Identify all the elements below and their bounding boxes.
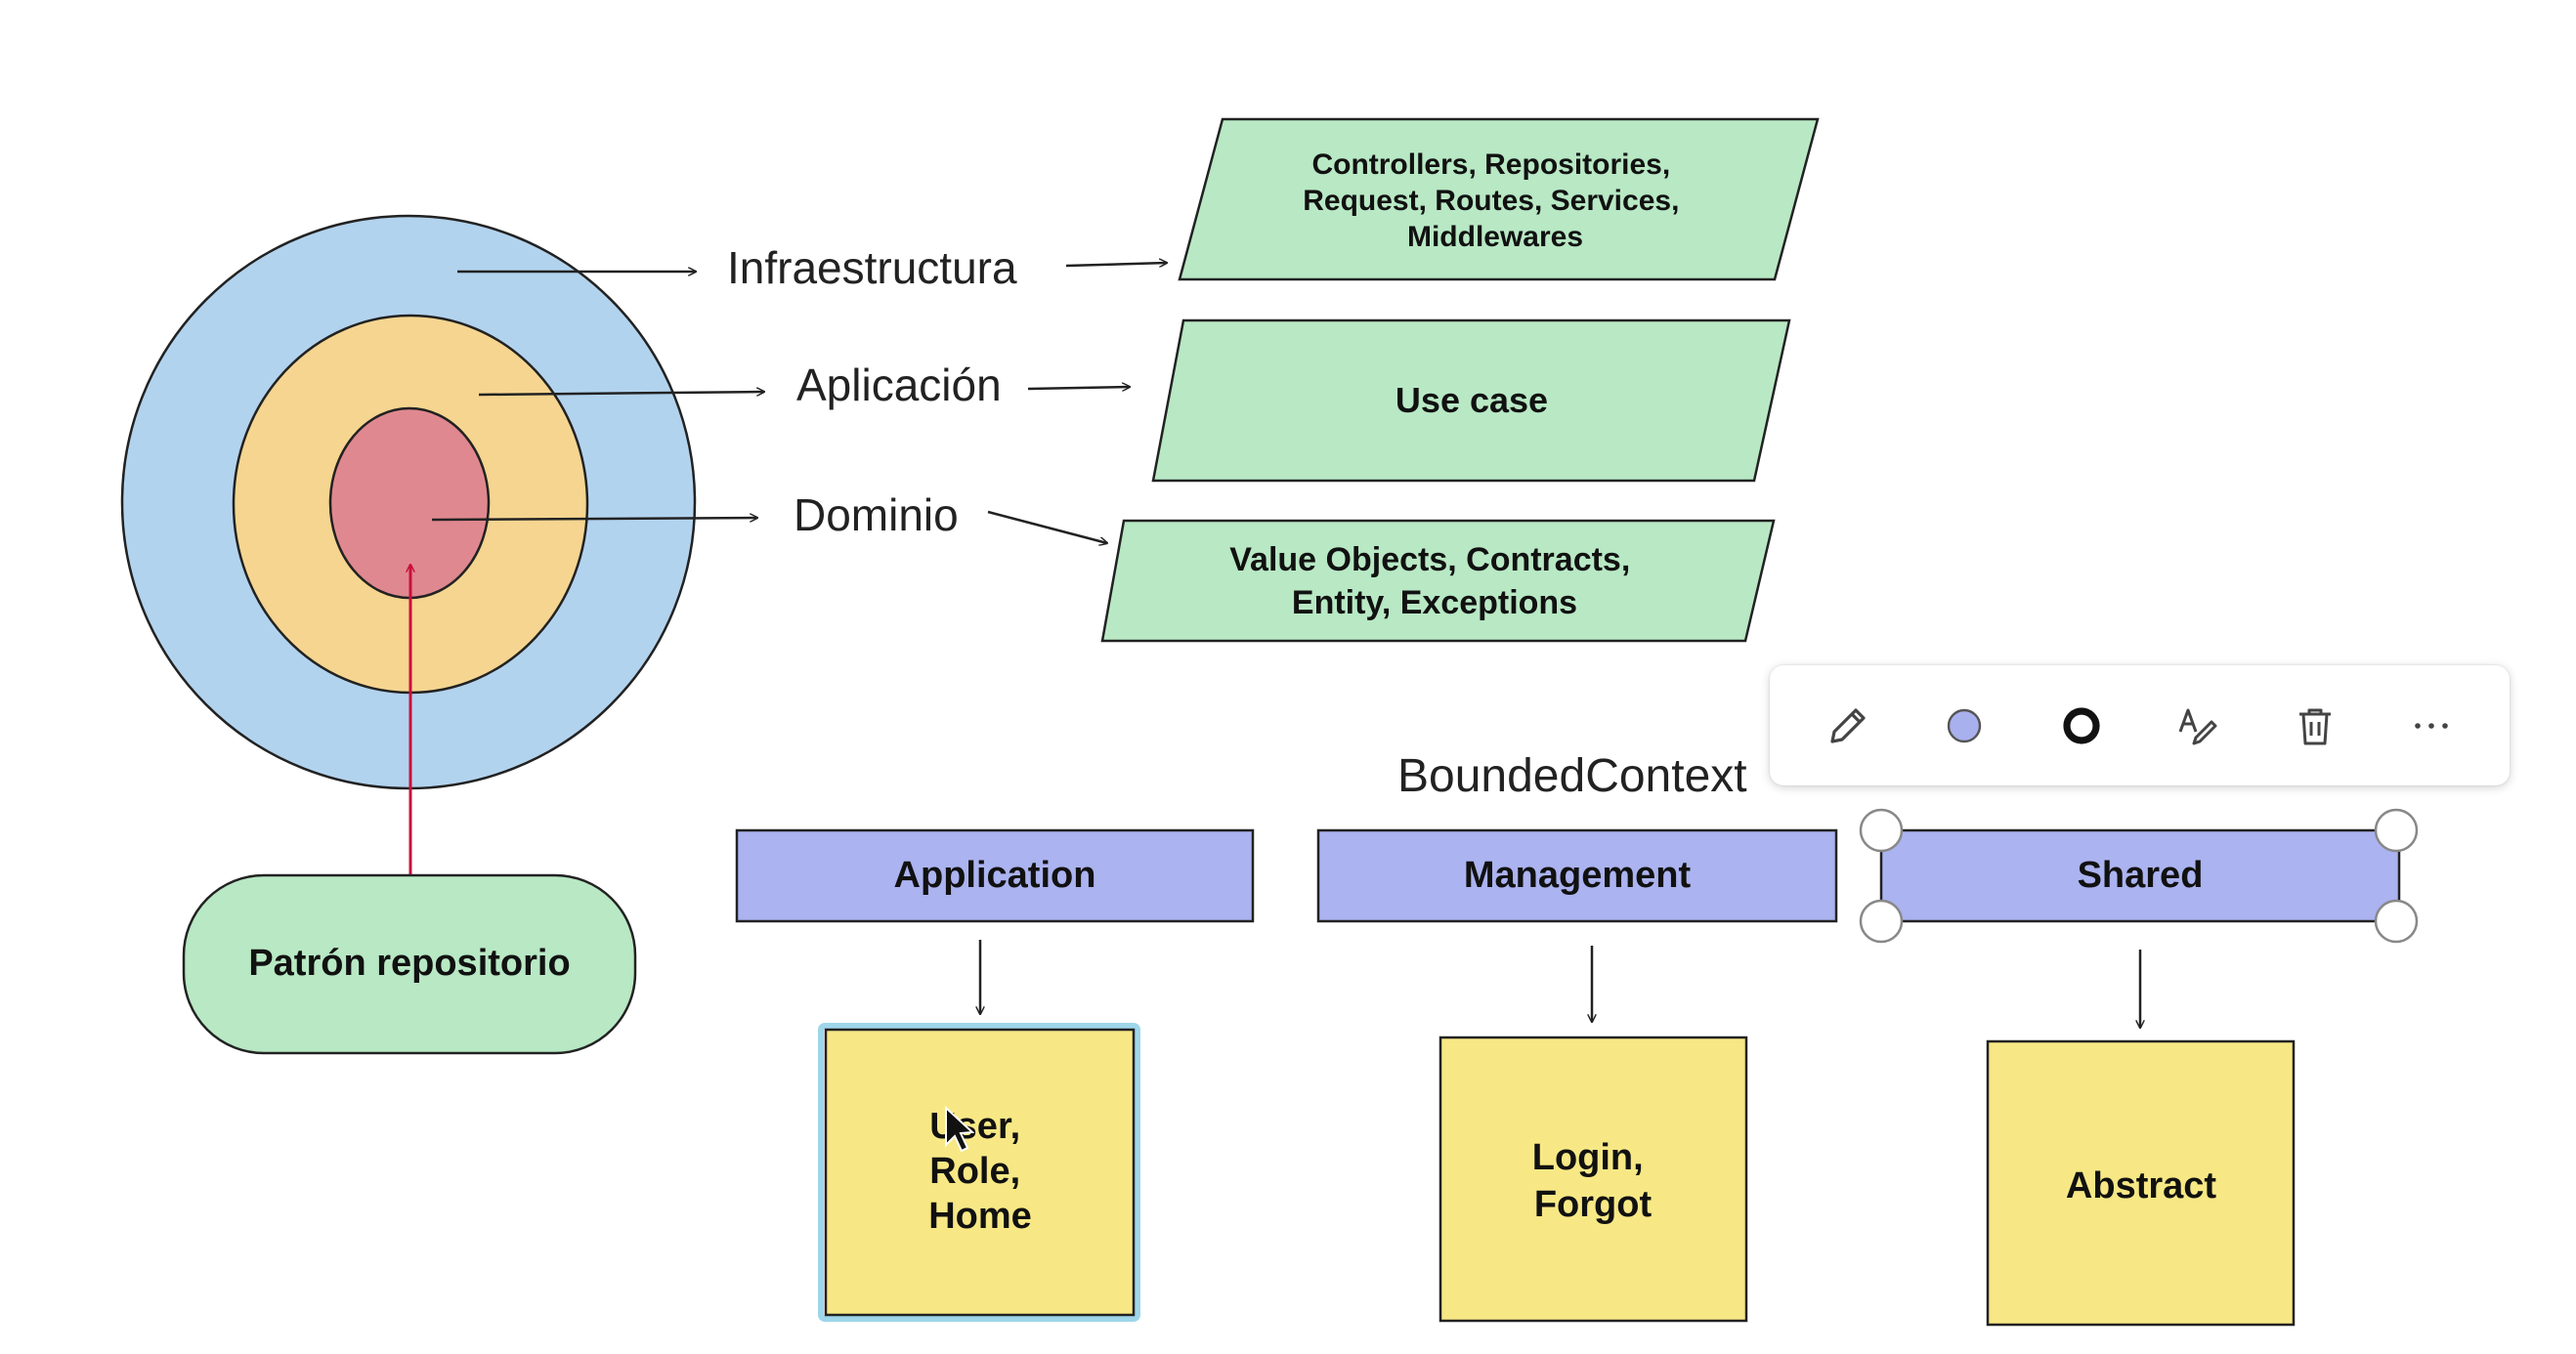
label-aplicacion[interactable]: Aplicación — [796, 360, 1002, 410]
resize-handle-top-left[interactable] — [1859, 808, 1904, 853]
infra-line-3: Middlewares — [1407, 221, 1583, 253]
text-style-icon — [2178, 708, 2217, 744]
context-label-application: Application — [894, 855, 1096, 896]
more-icon — [2415, 722, 2449, 729]
domain-line-2: Entity, Exceptions — [1292, 584, 1577, 621]
repository-pattern-label: Patrón repositorio — [248, 943, 570, 984]
context-header-application[interactable] — [735, 828, 1255, 923]
use-case-line-1: Use case — [1395, 380, 1548, 420]
bounded-context-title[interactable]: BoundedContext — [1397, 750, 1747, 802]
infra-line-1: Controllers, Repositories, — [1311, 148, 1670, 181]
stroke-icon — [2063, 706, 2100, 744]
arrow-core-to-domain — [431, 518, 757, 520]
note-application-line-3: Home — [928, 1196, 1032, 1237]
note-management[interactable] — [1438, 1036, 1748, 1323]
domain-components-text: Value Objects, Contracts, Entity, Except… — [1229, 541, 1639, 621]
arrow-ring-to-app — [478, 392, 764, 395]
context-label-management: Management — [1464, 855, 1692, 896]
resize-handle-bottom-right[interactable] — [2374, 899, 2419, 944]
note-shared-text: Abstract — [2066, 1165, 2216, 1206]
fill-color-swatch — [1948, 708, 1982, 742]
infra-components-text: Controllers, Repositories, Request, Rout… — [1303, 148, 1688, 253]
arrow-domain-to-box — [987, 510, 1107, 543]
note-management-line-2: Forgot — [1534, 1184, 1653, 1225]
note-management-line-1: Login, — [1532, 1137, 1644, 1178]
note-application[interactable] — [824, 1028, 1136, 1317]
edit-button[interactable] — [1809, 687, 1887, 765]
domain-components-box[interactable] — [1100, 519, 1776, 643]
infra-components-box[interactable] — [1178, 117, 1820, 281]
context-header-shared[interactable] — [1879, 828, 2401, 923]
domain-line-1: Value Objects, Contracts, — [1229, 541, 1630, 578]
fill-color-icon — [1948, 708, 1982, 742]
label-dominio[interactable]: Dominio — [794, 489, 959, 540]
pencil-icon — [1830, 707, 1866, 743]
use-case-text: Use case — [1395, 380, 1548, 420]
shape-toolbar — [1770, 665, 2510, 785]
note-management-text: Login, Forgot — [1532, 1137, 1654, 1225]
note-shared-line-1: Abstract — [2066, 1165, 2216, 1206]
note-shared[interactable] — [1986, 1039, 2296, 1327]
text-style-button[interactable] — [2159, 687, 2237, 765]
resize-handle-top-right[interactable] — [2374, 808, 2419, 853]
arrow-app-to-box — [1027, 387, 1130, 389]
use-case-box[interactable] — [1151, 318, 1791, 483]
note-selection-outline — [818, 1023, 1140, 1322]
arrow-infra-to-box — [1065, 263, 1167, 266]
context-label-shared: Shared — [2078, 855, 2204, 896]
context-header-management[interactable] — [1316, 828, 1838, 923]
infra-line-2: Request, Routes, Services, — [1303, 185, 1679, 217]
note-application-text: User, Role, Home — [928, 1106, 1032, 1237]
resize-handle-bottom-left[interactable] — [1859, 899, 1904, 944]
label-infraestructura[interactable]: Infraestructura — [727, 242, 1017, 293]
delete-button[interactable] — [2276, 687, 2354, 765]
note-application-line-1: User, — [929, 1106, 1020, 1147]
fill-color-button[interactable] — [1925, 687, 2003, 765]
onion-diagram — [120, 214, 697, 790]
stroke-button[interactable] — [2042, 687, 2121, 765]
selection-dashed-border — [1880, 829, 2400, 922]
trash-icon — [2298, 708, 2331, 744]
repository-pattern-pill[interactable] — [182, 873, 637, 1055]
more-options-button[interactable] — [2392, 687, 2470, 765]
mouse-cursor-icon — [945, 1105, 975, 1153]
note-application-line-2: Role, — [929, 1151, 1020, 1192]
selection-handles[interactable] — [1859, 808, 2419, 944]
